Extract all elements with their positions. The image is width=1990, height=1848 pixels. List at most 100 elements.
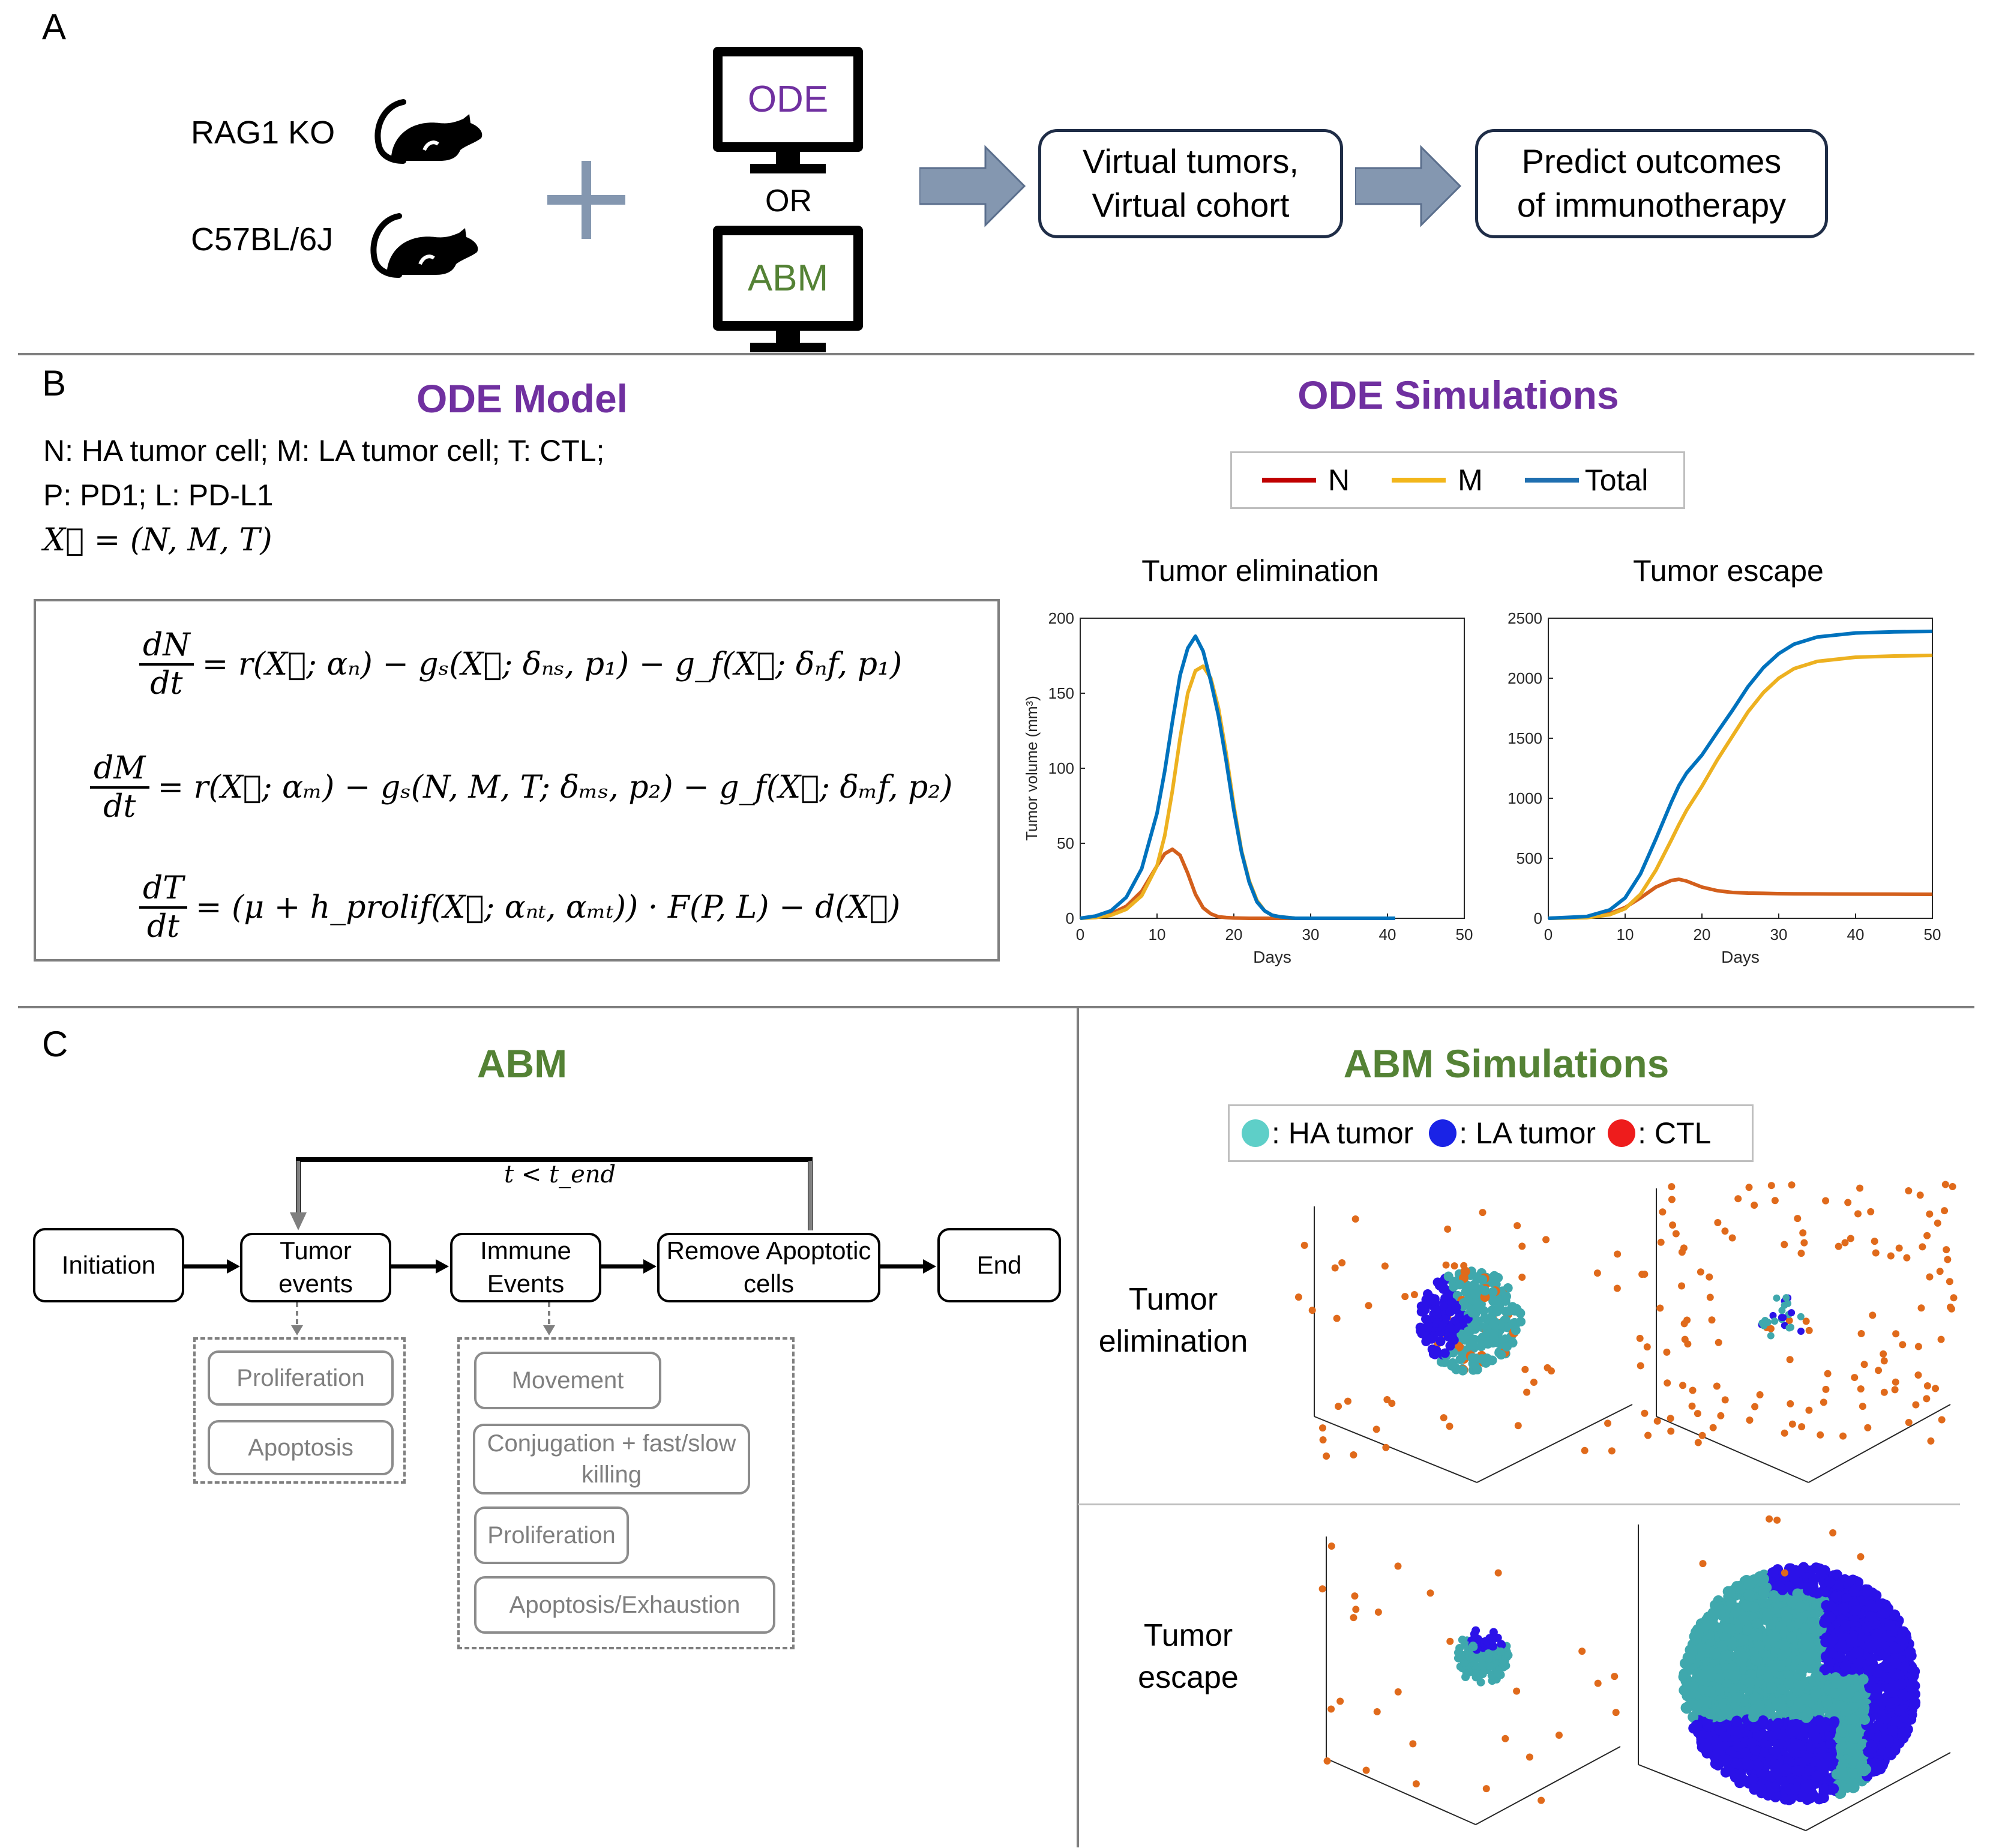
cell-dot xyxy=(1877,1759,1889,1771)
cell-dot xyxy=(1771,1697,1782,1709)
ctl-dot xyxy=(1857,1385,1865,1393)
panel-a-letter: A xyxy=(42,7,67,47)
ctl-dot xyxy=(1578,1648,1586,1655)
cell-dot xyxy=(1686,1645,1698,1657)
cell-dot xyxy=(1497,1640,1506,1649)
cell-dot xyxy=(1849,1732,1860,1744)
cell-dot xyxy=(1887,1725,1898,1736)
ctl-dot xyxy=(1746,1416,1754,1424)
ctl-dot xyxy=(1835,1242,1842,1250)
cell-dot xyxy=(1453,1341,1464,1352)
cell-dot xyxy=(1810,1688,1821,1699)
cell-dot xyxy=(1701,1665,1712,1676)
cell-dot xyxy=(1458,1365,1468,1376)
cell-dot xyxy=(1784,1299,1792,1307)
series-line-total xyxy=(1080,634,1395,920)
ctl-dot xyxy=(1892,1378,1899,1386)
eq3-denominator: dt xyxy=(146,909,180,945)
ctl-dot xyxy=(1410,1291,1418,1299)
ctl-dot xyxy=(1336,1697,1344,1705)
cell-dot xyxy=(1811,1733,1822,1744)
ctl-dot xyxy=(1947,1305,1955,1313)
cell-dot xyxy=(1841,1705,1852,1717)
cell-dot xyxy=(1485,1662,1494,1671)
cell-dot xyxy=(1731,1581,1743,1592)
cell-dot xyxy=(1470,1320,1480,1330)
cell-dot xyxy=(1838,1603,1849,1614)
legend-line-m xyxy=(1392,478,1446,483)
ctl-dot xyxy=(1294,1293,1302,1301)
ctl-dot xyxy=(1773,1516,1781,1524)
cell-dot xyxy=(1731,1715,1743,1727)
ctl-dot xyxy=(1450,1262,1458,1270)
ctl-dot xyxy=(1323,1757,1331,1765)
ctl-dot xyxy=(1943,1246,1950,1254)
cell-dot xyxy=(1447,1361,1457,1371)
loop-arrow xyxy=(290,1157,813,1230)
ctl-dot xyxy=(1318,1585,1326,1593)
immune-apoptosis-exhaustion: Apoptosis/Exhaustion xyxy=(474,1576,775,1634)
cell-dot xyxy=(1723,1623,1734,1634)
cell-dot xyxy=(1486,1312,1497,1322)
cell-dot xyxy=(1798,1634,1809,1645)
ctl-dot xyxy=(1494,1569,1502,1577)
ctl-dot xyxy=(1919,1243,1926,1251)
ctl-dot xyxy=(1518,1273,1526,1281)
arrow-right-icon xyxy=(1355,145,1462,227)
cell-dot xyxy=(1871,1637,1882,1648)
ctl-dot xyxy=(1331,1264,1339,1272)
cell-dot xyxy=(1740,1600,1752,1612)
ode-definitions-line2: P: PD1; L: PD-L1 xyxy=(43,478,274,512)
ctl-dot xyxy=(1781,1429,1788,1437)
abm-scatter-escape-late xyxy=(1638,1515,1951,1831)
cell-dot xyxy=(1769,1746,1781,1757)
cell-dot xyxy=(1762,1635,1773,1646)
ctl-dot xyxy=(1412,1780,1420,1788)
cell-dot xyxy=(1449,1281,1459,1292)
cell-dot xyxy=(1467,1308,1477,1318)
ctl-dot xyxy=(1745,1184,1753,1191)
cell-dot xyxy=(1738,1634,1749,1646)
ctl-dot xyxy=(1636,1334,1644,1342)
legend-line-total xyxy=(1524,478,1579,483)
cell-dot xyxy=(1794,1765,1805,1777)
cell-dot xyxy=(1692,1668,1703,1679)
divider-b-c xyxy=(18,1006,1974,1008)
cell-dot xyxy=(1859,1765,1870,1777)
cell-dot xyxy=(1764,1705,1776,1716)
mouse-icon xyxy=(370,213,478,278)
ctl-dot xyxy=(1699,1560,1707,1568)
virtual-cohort-line1: Virtual tumors, xyxy=(1083,142,1299,181)
divider-abm-rows xyxy=(1078,1503,1960,1505)
predict-outcomes-line2: of immunotherapy xyxy=(1517,186,1787,224)
ctl-dot xyxy=(1903,1254,1911,1262)
ctl-dot xyxy=(1824,1370,1832,1377)
ctl-dot xyxy=(1526,1753,1533,1761)
ctl-dot xyxy=(1751,1403,1759,1410)
ctl-dot xyxy=(1851,1374,1859,1382)
ctl-dot xyxy=(1820,1398,1827,1406)
divider-c-vertical xyxy=(1077,1007,1079,1847)
axis-line xyxy=(1808,1404,1951,1483)
chart-title-escape: Tumor escape xyxy=(1633,554,1824,588)
axis-line xyxy=(1326,1758,1476,1825)
ctl-dot xyxy=(1714,1218,1722,1226)
cell-dot xyxy=(1768,1590,1779,1601)
cell-dot xyxy=(1779,1793,1791,1805)
cell-dot xyxy=(1439,1301,1449,1311)
y-tick-label: 0 xyxy=(1066,909,1074,927)
cell-dot xyxy=(1778,1307,1786,1314)
cell-dot xyxy=(1700,1738,1712,1750)
cell-dot xyxy=(1440,1348,1450,1358)
cell-dot xyxy=(1467,1653,1476,1662)
x-tick-label: 40 xyxy=(1379,926,1396,944)
cell-dot xyxy=(1797,1327,1805,1335)
legend-label-la: : LA tumor xyxy=(1459,1116,1596,1150)
cell-dot xyxy=(1488,1287,1498,1297)
legend-label-ha: : HA tumor xyxy=(1272,1116,1414,1150)
cell-dot xyxy=(1422,1322,1432,1332)
